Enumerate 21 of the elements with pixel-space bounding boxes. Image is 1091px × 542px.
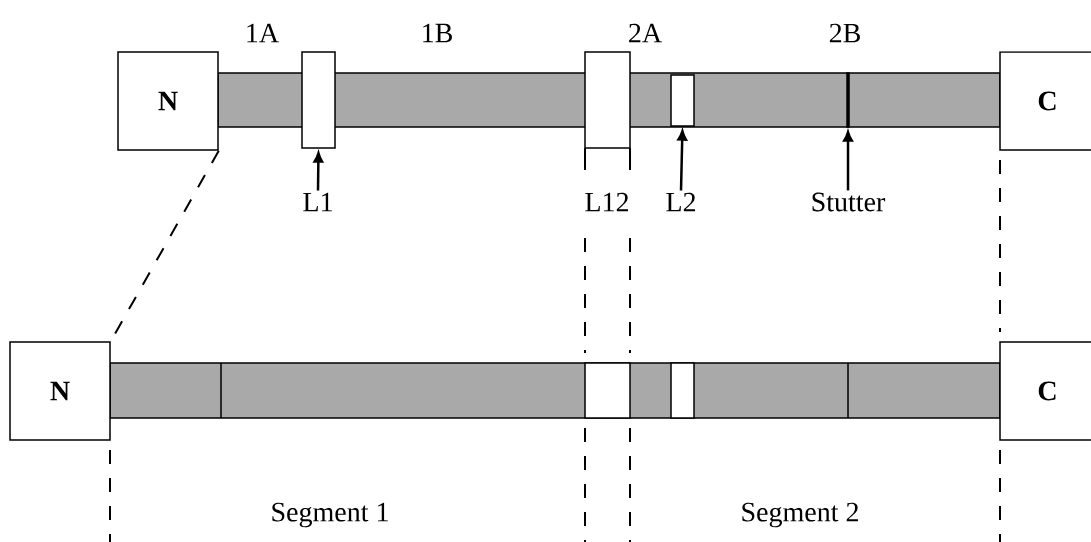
region-label: 1A [247,23,279,43]
linker-box [670,74,695,127]
callout-label: Stutter [812,192,886,212]
callout-label: L1 [303,192,332,212]
terminal-box: N [9,341,111,441]
linker-box [301,51,336,149]
linker-box [670,362,695,419]
region-label: 1B [423,23,452,43]
terminal-box: C [999,341,1091,441]
region-label: L12 [585,192,628,212]
linker-box [584,362,631,419]
region-label: 2A [629,23,662,43]
callout-label: L2 [666,192,695,212]
stutter-line [846,72,850,128]
terminal-box: N [117,51,219,151]
terminal-box: C [999,51,1091,151]
linker-box [584,51,631,149]
region-label: Segment 2 [742,502,858,528]
leader-arrow [843,131,853,191]
region-label: Segment 1 [272,502,388,528]
region-label: 2B [829,23,860,43]
